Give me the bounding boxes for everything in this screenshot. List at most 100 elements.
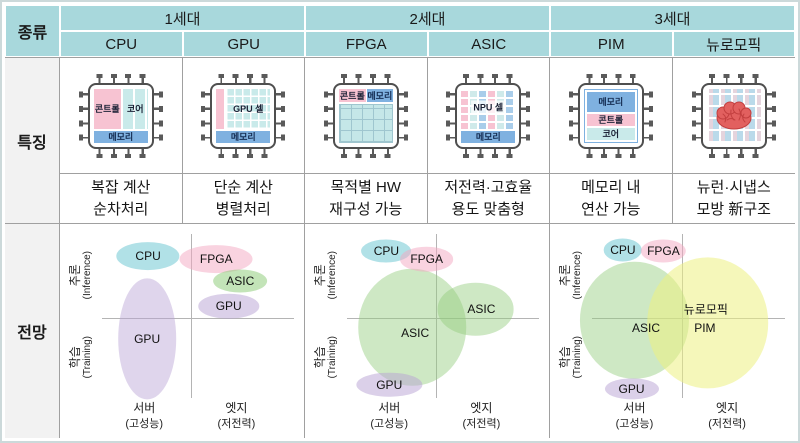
cpu-core-label: 코어 (126, 104, 144, 114)
pim-description-line2: 연산 가능 (581, 200, 641, 218)
cpu-description-line1: 복잡 계산 (91, 178, 151, 196)
row-label-features: 특징 (5, 57, 60, 223)
GPU-bubble (198, 293, 260, 319)
gpu-cell-grid: GPU 셀 (226, 88, 271, 129)
cpu-control-block: 콘트롤 (93, 88, 121, 129)
header-kind: 종류 (5, 5, 60, 57)
chip-pins-icon (766, 86, 776, 145)
bubble-label: CPU (373, 244, 400, 259)
pim-chip-cell: 메모리 콘트롤 코어 (550, 57, 673, 173)
chip-pins-icon (276, 86, 286, 145)
chip-pins-icon (91, 148, 150, 158)
neuromorphic-description-line1: 뉴런·시냅스 (696, 178, 771, 196)
asic-cell-grid: NPU 셀 (461, 88, 516, 129)
bubble-label: GPU (618, 381, 645, 396)
chip-pins-icon (704, 73, 763, 83)
fpga-description-line2: 재구성 가능 (329, 200, 403, 218)
bubble-label: ASIC (401, 326, 430, 341)
x-axis-label-edge: 엣지(저전력) (462, 401, 501, 430)
cpu-core-block: 코어 (122, 88, 148, 129)
vertical-axis-line (191, 234, 193, 398)
y-axis-label-training: 학습(Training) (312, 335, 339, 379)
CPU-bubble (361, 239, 412, 263)
pim-memory-block: 메모리 (586, 91, 635, 112)
asic-npu-cell-label: NPU 셀 (471, 100, 506, 114)
gpu-description-line1: 단순 계산 (213, 178, 273, 196)
gpu-chip-diagram: GPU 셀 메모리 (201, 73, 286, 158)
FPGA-bubble (179, 245, 253, 274)
asic-description-line2: 용도 맞춤형 (451, 200, 525, 218)
chip-pins-icon (581, 148, 640, 158)
chip-pins-icon (691, 86, 701, 145)
gpu-memory-block: 메모리 (216, 130, 271, 143)
fpga-description-line1: 목적별 HW (330, 178, 402, 196)
x-axis-label-server: 서버(고성능) (370, 401, 409, 430)
cpu-description-line2: 순차처리 (93, 200, 149, 218)
bubble-label: ASIC (467, 302, 496, 317)
chip-pins-icon (201, 86, 211, 145)
fpga-chip-cell: 콘트롤 메모리 (305, 57, 428, 173)
chip-pins-icon (214, 148, 273, 158)
pim-description-line1: 메모리 내 (581, 178, 641, 196)
x-axis-label-server: 서버(고성능) (615, 401, 654, 430)
gpu-cell-label: GPU 셀 (233, 104, 264, 114)
chip-pins-icon (398, 86, 408, 145)
chip-pins-icon (643, 86, 653, 145)
bubble-label: FPGA (410, 252, 444, 267)
header-fpga: FPGA (305, 31, 428, 57)
GPU-bubble (356, 372, 422, 398)
horizontal-axis-line (102, 318, 294, 320)
y-axis-label-inference: 추론(Inference) (67, 250, 94, 300)
asic-chip-diagram: NPU 셀 메모리 (446, 73, 531, 158)
chip-pins-icon (446, 86, 456, 145)
CPU-bubble (603, 238, 643, 262)
chip-pins-icon (323, 86, 333, 145)
x-axis-labels: 서버(고성능) 엣지(저전력) (592, 398, 785, 438)
chip-pins-icon (568, 86, 578, 145)
fpga-memory-label: 메모리 (367, 90, 393, 101)
y-axis-label-inference: 추론(Inference) (312, 250, 339, 300)
x-axis-label-edge: 엣지(저전력) (217, 401, 256, 430)
cpu-memory-block: 메모리 (93, 130, 148, 143)
asic-memory-label: 메모리 (475, 132, 501, 142)
region-bubble (358, 269, 467, 386)
neuromorphic-description: 뉴런·시냅스 모방 新구조 (672, 173, 795, 223)
x-axis-labels: 서버(고성능) 엣지(저전력) (347, 398, 539, 438)
neuromorphic-chip-diagram (691, 73, 776, 158)
GPU-bubble (118, 278, 176, 400)
FPGA-bubble (399, 247, 454, 272)
CPU-bubble (116, 242, 180, 271)
pim-control-block: 콘트롤 (586, 113, 635, 126)
chip-pins-icon (336, 148, 395, 158)
neuromorphic-chip-cell (672, 57, 795, 173)
x-axis-label-server: 서버(고성능) (125, 401, 164, 430)
neuromorphic-grid (706, 88, 761, 143)
neuromorphic-description-line2: 모방 新구조 (696, 200, 771, 218)
gpu-description-line2: 병렬처리 (215, 200, 271, 218)
chip-pins-icon (581, 73, 640, 83)
bubble-label: GPU (215, 299, 242, 314)
pim-description: 메모리 내 연산 가능 (550, 173, 673, 223)
bubble-label: 뉴로모픽 (683, 302, 728, 317)
brain-icon (716, 101, 752, 129)
header-neuromorphic: 뉴로모픽 (672, 31, 795, 57)
horizontal-axis-line (347, 318, 539, 320)
pim-core-block: 코어 (586, 127, 635, 140)
x-axis-labels: 서버(고성능) 엣지(저전력) (102, 398, 294, 438)
fpga-description: 목적별 HW 재구성 가능 (305, 173, 428, 223)
fpga-chip-diagram: 콘트롤 메모리 (323, 73, 408, 158)
pim-memory-label: 메모리 (598, 97, 624, 107)
cpu-memory-label: 메모리 (108, 132, 134, 142)
bubble-label: CPU (610, 243, 636, 258)
asic-description-line1: 저전력·고효율 (444, 178, 533, 196)
header-cpu: CPU (60, 31, 183, 57)
chip-pins-icon (153, 86, 163, 145)
chip-pins-icon (78, 86, 88, 145)
chip-pins-icon (214, 73, 273, 83)
header-gen2: 2세대 (305, 5, 550, 31)
